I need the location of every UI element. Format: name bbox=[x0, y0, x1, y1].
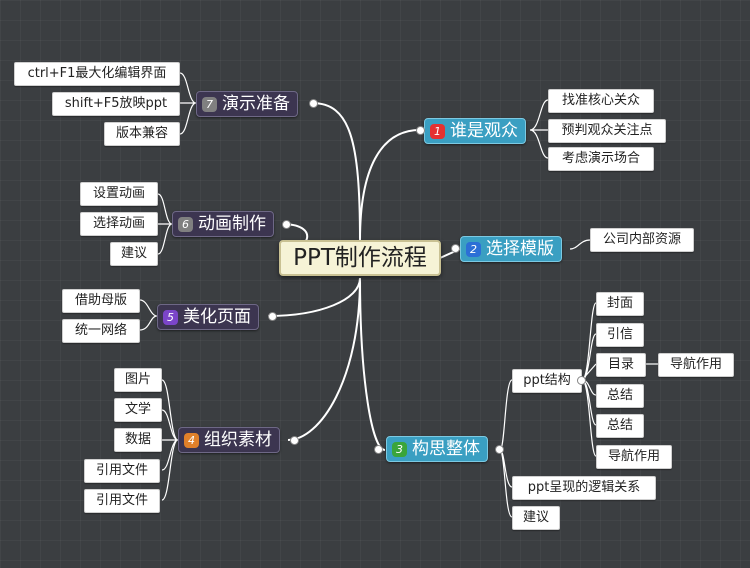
branch-overall-design[interactable]: 3 构思整体 bbox=[386, 436, 488, 462]
leaf-images[interactable]: 图片 bbox=[114, 368, 162, 392]
branch-animation[interactable]: 6 动画制作 bbox=[172, 211, 274, 237]
leaf-unify-grid[interactable]: 统一网络 bbox=[62, 319, 140, 343]
leaf-use-master[interactable]: 借助母版 bbox=[62, 289, 140, 313]
leaf-shift-f5[interactable]: shift+F5放映ppt bbox=[52, 92, 180, 116]
branch-label: 组织素材 bbox=[204, 430, 272, 450]
branch-label: 美化页面 bbox=[183, 307, 251, 327]
leaf-company-resources[interactable]: 公司内部资源 bbox=[590, 228, 694, 252]
number-3-icon: 3 bbox=[392, 441, 407, 457]
branch-label: 动画制作 bbox=[198, 214, 266, 234]
leaf-data[interactable]: 数据 bbox=[114, 428, 162, 452]
collapse-handle[interactable] bbox=[268, 312, 277, 321]
branch-choose-template[interactable]: 2 选择模版 bbox=[460, 236, 562, 262]
leaf-summary[interactable]: 总结 bbox=[596, 384, 644, 408]
collapse-handle[interactable] bbox=[495, 445, 504, 454]
collapse-handle[interactable] bbox=[309, 99, 318, 108]
branch-beautify-pages[interactable]: 5 美化页面 bbox=[157, 304, 259, 330]
leaf-intro[interactable]: 引信 bbox=[596, 323, 644, 347]
leaf-choose-animation[interactable]: 选择动画 bbox=[80, 212, 158, 236]
leaf-ctrl-f1[interactable]: ctrl+F1最大化编辑界面 bbox=[14, 62, 180, 86]
leaf-navigation[interactable]: 导航作用 bbox=[596, 445, 672, 469]
branch-presentation-prep[interactable]: 7 演示准备 bbox=[196, 91, 298, 117]
branch-label: 谁是观众 bbox=[450, 121, 518, 141]
branch-label: 演示准备 bbox=[222, 94, 290, 114]
leaf-version-compat[interactable]: 版本兼容 bbox=[104, 122, 180, 146]
leaf-summary[interactable]: 总结 bbox=[596, 414, 644, 438]
leaf-consider-venue[interactable]: 考虑演示场合 bbox=[548, 147, 654, 171]
branch-organize-materials[interactable]: 4 组织素材 bbox=[178, 427, 280, 453]
leaf-text[interactable]: 文学 bbox=[114, 398, 162, 422]
branch-label: 选择模版 bbox=[486, 239, 554, 259]
leaf-toc-navigation[interactable]: 导航作用 bbox=[658, 353, 734, 377]
leaf-ppt-structure[interactable]: ppt结构 bbox=[512, 369, 582, 393]
leaf-reference-file[interactable]: 引用文件 bbox=[84, 459, 160, 483]
number-2-icon: 2 bbox=[466, 241, 481, 257]
root-topic-label: PPT制作流程 bbox=[293, 245, 427, 271]
number-4-icon: 4 bbox=[184, 432, 199, 448]
leaf-reference-file[interactable]: 引用文件 bbox=[84, 489, 160, 513]
branch-audience[interactable]: 1 谁是观众 bbox=[424, 118, 526, 144]
root-topic[interactable]: PPT制作流程 bbox=[279, 240, 441, 276]
leaf-predict-audience-focus[interactable]: 预判观众关注点 bbox=[548, 119, 666, 143]
leaf-toc[interactable]: 目录 bbox=[596, 353, 646, 377]
leaf-logic-relation[interactable]: ppt呈现的逻辑关系 bbox=[512, 476, 656, 500]
collapse-handle[interactable] bbox=[290, 436, 299, 445]
leaf-find-core-audience[interactable]: 找准核心关众 bbox=[548, 89, 654, 113]
collapse-handle[interactable] bbox=[416, 126, 425, 135]
collapse-handle[interactable] bbox=[282, 220, 291, 229]
collapse-handle[interactable] bbox=[577, 376, 586, 385]
leaf-suggestion[interactable]: 建议 bbox=[110, 242, 158, 266]
leaf-cover[interactable]: 封面 bbox=[596, 292, 644, 316]
collapse-handle[interactable] bbox=[451, 244, 460, 253]
number-6-icon: 6 bbox=[178, 216, 193, 232]
branch-label: 构思整体 bbox=[412, 439, 480, 459]
collapse-handle[interactable] bbox=[374, 445, 383, 454]
leaf-set-animation[interactable]: 设置动画 bbox=[80, 182, 158, 206]
number-5-icon: 5 bbox=[163, 309, 178, 325]
number-7-icon: 7 bbox=[202, 96, 217, 112]
leaf-suggestion[interactable]: 建议 bbox=[512, 506, 560, 530]
number-1-icon: 1 bbox=[430, 123, 445, 139]
